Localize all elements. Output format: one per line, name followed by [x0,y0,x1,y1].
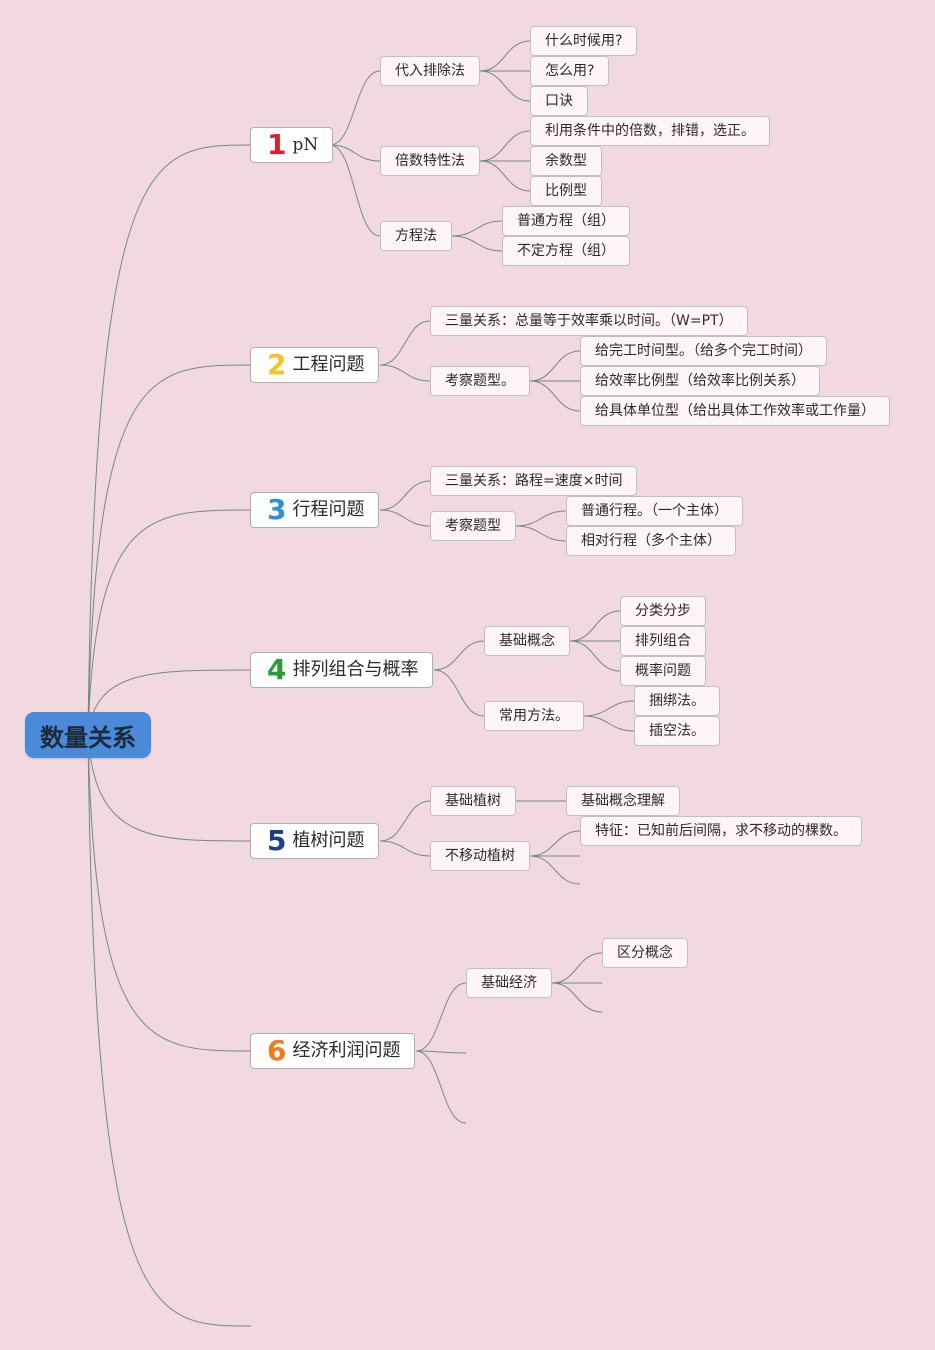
topic-equation[interactable]: 方程法 [380,221,452,251]
topic-work-types[interactable]: 考察题型。 [430,366,530,396]
leaf-mnemonic[interactable]: 口诀 [530,86,588,116]
leaf-how-to-use[interactable]: 怎么用? [530,56,610,86]
leaf-ratio-type[interactable]: 比例型 [530,176,602,206]
link [529,830,581,857]
link [415,1050,467,1124]
leaf-relative-travel[interactable]: 相对行程（多个主体） [566,526,736,556]
link [515,525,567,542]
branch-3[interactable]: 3 行程问题 [250,492,380,528]
root-link-7 [87,734,252,1327]
leaf-gap-insertion-method[interactable]: 插空法。 [634,716,720,746]
link [569,640,621,672]
branch-2[interactable]: 2 工程问题 [250,347,380,383]
link [569,610,621,642]
root-link-3 [87,509,252,736]
link [583,715,635,732]
topic-basic-tree-planting[interactable]: 基础植树 [430,786,516,816]
root-link-1 [87,144,252,736]
link [329,144,381,237]
branch-1[interactable]: 1 pN [250,127,334,163]
topic-multiple-property[interactable]: 倍数特性法 [380,146,480,176]
link [451,235,503,252]
link [379,480,431,511]
link [415,1050,467,1054]
branch-4-label: 排列组合与概率 [292,659,419,680]
topic-non-moving-planting[interactable]: 不移动植树 [430,841,530,871]
link [479,130,531,162]
topic-common-methods[interactable]: 常用方法。 [484,701,584,731]
number-6-icon: 6 [267,1034,287,1067]
branch-1-label: pN [292,134,319,155]
leaf-normal-equation[interactable]: 普通方程（组） [502,206,630,236]
link [479,40,531,72]
link [379,364,431,382]
link [515,510,567,527]
link [379,509,431,527]
leaf-efficiency-ratio-type[interactable]: 给效率比例型（给效率比例关系） [580,366,820,396]
root-node[interactable]: 数量关系 [25,712,151,758]
topic-basic-economics[interactable]: 基础经济 [466,968,552,998]
number-1-icon: 1 [267,128,287,161]
leaf-indefinite-equation[interactable]: 不定方程（组） [502,236,630,266]
link [479,70,531,102]
topic-travel-types[interactable]: 考察题型 [430,511,516,541]
link [433,669,485,717]
link [451,220,503,237]
link [415,982,467,1052]
link [379,840,431,857]
leaf-normal-travel[interactable]: 普通行程。（一个主体） [566,496,743,526]
link [551,982,603,1013]
leaf-use-multiples[interactable]: 利用条件中的倍数，排错，选正。 [530,116,770,146]
number-2-icon: 2 [267,348,287,381]
topic-travel-relation[interactable]: 三量关系：路程=速度×时间 [430,466,638,496]
leaf-classification-steps[interactable]: 分类分步 [620,596,706,626]
link [583,700,635,717]
topic-work-relation[interactable]: 三量关系：总量等于效率乘以时间。（W=PT） [430,306,748,336]
leaf-completion-time-type[interactable]: 给完工时间型。（给多个完工时间） [580,336,827,366]
branch-6[interactable]: 6 经济利润问题 [250,1033,416,1069]
leaf-probability[interactable]: 概率问题 [620,656,706,686]
link [551,952,603,984]
root-link-6 [87,734,252,1052]
leaf-bundling-method[interactable]: 捆绑法。 [634,686,720,716]
number-3-icon: 3 [267,493,287,526]
leaf-distinguish-concepts[interactable]: 区分概念 [602,938,688,968]
leaf-remainder-type[interactable]: 余数型 [530,146,602,176]
link [329,70,381,146]
root-link-2 [87,364,252,736]
leaf-permutation-combination[interactable]: 排列组合 [620,626,706,656]
branch-2-label: 工程问题 [292,354,365,375]
branch-5[interactable]: 5 植树问题 [250,823,380,859]
link [479,160,531,192]
link [329,144,381,162]
number-4-icon: 4 [267,653,287,686]
branch-5-label: 植树问题 [292,830,365,851]
branch-3-label: 行程问题 [292,499,365,520]
topic-substitution[interactable]: 代入排除法 [380,56,480,86]
link [433,640,485,671]
link [379,320,431,366]
leaf-basic-concept-understanding[interactable]: 基础概念理解 [566,786,680,816]
link [529,855,581,885]
leaf-feature-known-gaps[interactable]: 特征：已知前后间隔，求不移动的棵数。 [580,816,862,846]
link [529,350,581,382]
topic-basic-concepts[interactable]: 基础概念 [484,626,570,656]
link [529,380,581,412]
branch-4[interactable]: 4 排列组合与概率 [250,652,434,688]
number-5-icon: 5 [267,824,287,857]
branch-6-label: 经济利润问题 [292,1040,401,1061]
link [379,800,431,842]
root-link-5 [87,734,252,842]
leaf-specific-unit-type[interactable]: 给具体单位型（给出具体工作效率或工作量） [580,396,890,426]
leaf-when-to-use[interactable]: 什么时候用? [530,26,638,56]
